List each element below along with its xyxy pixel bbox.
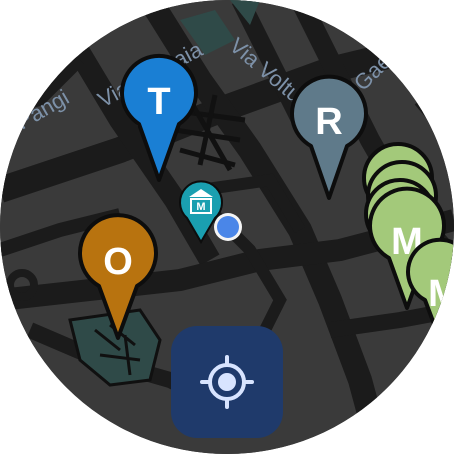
marker-t-letter: T — [147, 81, 170, 123]
user-location-dot — [214, 213, 242, 241]
marker-o[interactable]: O — [78, 213, 158, 340]
marker-r[interactable]: R — [290, 74, 368, 200]
marker-t[interactable]: T — [120, 53, 198, 182]
marker-o-letter: O — [103, 241, 133, 283]
crosshair-icon — [200, 355, 254, 409]
museum-icon: M — [189, 189, 213, 214]
museum-marker[interactable]: M — [179, 180, 223, 244]
svg-text:M: M — [196, 201, 205, 213]
locate-me-button[interactable] — [171, 326, 283, 438]
marker-r-letter: R — [315, 101, 342, 143]
marker-m2-letter: M — [428, 273, 454, 315]
marker-cluster-m[interactable]: M M — [362, 142, 454, 342]
